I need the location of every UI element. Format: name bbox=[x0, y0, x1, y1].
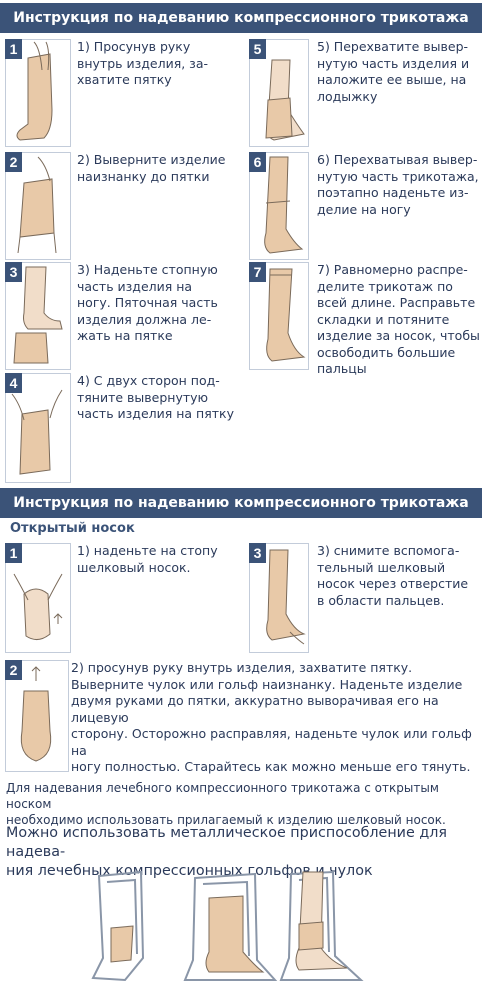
step-5-number: 5 bbox=[249, 39, 266, 59]
step-6-number: 6 bbox=[249, 152, 266, 172]
step-1-text: 1) Просунув руку внутрь изделия, за- хва… bbox=[77, 39, 208, 87]
step-3-number: 3 bbox=[5, 262, 22, 282]
section-2-title: Инструкция по надеванию компрессионного … bbox=[0, 488, 482, 518]
step-6: 6 6) Перехватывая вывер- нутую часть три… bbox=[249, 152, 479, 260]
step-7-number: 7 bbox=[249, 262, 266, 282]
step-6-text: 6) Перехватывая вывер- нутую часть трико… bbox=[317, 152, 479, 217]
step-7-illustration bbox=[249, 262, 309, 370]
step-3-illustration bbox=[5, 262, 71, 370]
open-toe-step-1: 1 1) наденьте на стопу шелковый носок. bbox=[5, 543, 245, 653]
step-5: 5 5) Перехватите вывер- нутую часть изде… bbox=[249, 39, 479, 147]
step-4-text: 4) С двух сторон под- тяните вывернутую … bbox=[77, 373, 234, 421]
open-toe-step-2: 2 2) просунув руку внутрь изделия, захва… bbox=[5, 660, 481, 774]
silk-sock-note: Для надевания лечебного компрессионного … bbox=[6, 781, 446, 827]
open-toe-step-3: 3 3) снимите вспомога- тельный шелковый … bbox=[249, 543, 479, 653]
step-1-number: 1 bbox=[5, 39, 22, 59]
step-2: 2 2) Выверните изделие наизнанку до пятк… bbox=[5, 152, 235, 260]
open-toe-step-2-text: 2) просунув руку внутрь изделия, захвати… bbox=[71, 660, 472, 774]
device-illustration bbox=[85, 868, 375, 984]
section-1-title: Инструкция по надеванию компрессионного … bbox=[0, 3, 482, 33]
step-1: 1 1) Просунув руку внутрь изделия, за- х… bbox=[5, 39, 235, 147]
step-7: 7 7) Равномерно распре- делите трикотаж … bbox=[249, 262, 480, 376]
step-3-text: 3) Наденьте стопную часть изделия на ног… bbox=[77, 262, 218, 343]
step-2-number: 2 bbox=[5, 152, 22, 172]
step-2-text: 2) Выверните изделие наизнанку до пятки bbox=[77, 152, 226, 184]
step-4: 4 4) С двух сторон под- тяните вывернуту… bbox=[5, 373, 235, 483]
step-7-text: 7) Равномерно распре- делите трикотаж по… bbox=[317, 262, 480, 376]
open-toe-subtitle: Открытый носок bbox=[10, 521, 135, 536]
step-4-number: 4 bbox=[5, 373, 22, 393]
open-toe-step-2-number: 2 bbox=[5, 660, 22, 680]
open-toe-step-1-text: 1) наденьте на стопу шелковый носок. bbox=[77, 543, 218, 575]
step-5-text: 5) Перехватите вывер- нутую часть издели… bbox=[317, 39, 470, 104]
open-toe-step-3-text: 3) снимите вспомога- тельный шелковый но… bbox=[317, 543, 469, 608]
step-3: 3 3) Наденьте стопную часть изделия на н… bbox=[5, 262, 235, 370]
open-toe-step-1-number: 1 bbox=[5, 543, 22, 563]
device-text: Можно использовать металлическое приспос… bbox=[6, 825, 447, 879]
open-toe-step-3-number: 3 bbox=[249, 543, 266, 563]
